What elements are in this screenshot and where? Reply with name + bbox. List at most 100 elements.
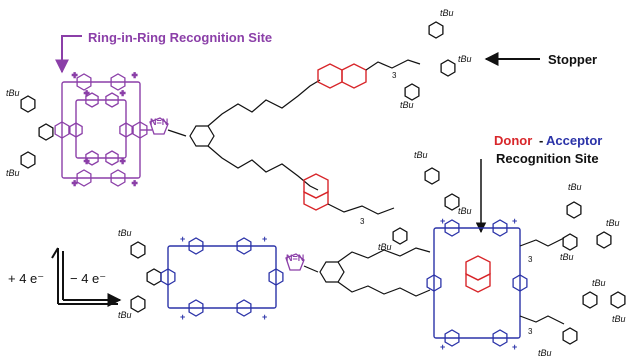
top-outer-pyridinium [76,73,92,91]
top-stopper-group [327,21,460,245]
top-stopper-aryl [404,83,420,101]
top-outer-phenylene [54,121,70,139]
bottom-tbu-5: tBu [560,252,574,262]
bottom-right-bipyridinium [444,219,460,237]
top-charge: + [132,178,137,188]
outer-cyclophane [61,81,141,179]
label-ring-in-ring: Ring-in-Ring Recognition Site [55,30,272,74]
bottom-right-charge: + [440,216,445,226]
label-stopper: Stopper [484,52,597,67]
stopper-tbu-5: tBu [458,206,472,216]
bottom-charge: + [262,312,267,322]
stopper-label: Stopper [548,52,597,67]
top-inner-pyridinium [85,92,99,108]
bottom-naphthalene [465,255,491,293]
top-charge: + [72,70,77,80]
top-sub-3-upper: 3 [392,71,397,80]
ring-in-ring-label: Ring-in-Ring Recognition Site [88,30,272,45]
bottom-stopper-aryl [582,291,598,309]
top-charge: + [72,178,77,188]
bottom-stopper-aryl [566,201,582,219]
top-inner-pyridinium [105,92,119,108]
reduction-label: + 4 e⁻ [8,271,44,286]
top-triazole: N=N [149,117,169,135]
top-stopper-aryl [440,59,456,77]
bottom-bipyridinium [188,299,204,317]
bottom-aryl-ring [146,268,162,286]
bottom-hexagon-group: + + + + + + + + [160,216,528,352]
bottom-phenylene [268,268,284,286]
top-aryl-ring [20,151,36,169]
bottom-stoppers [519,237,565,325]
bottom-right-bipyridinium [492,219,508,237]
top-aryl-ring [20,95,36,113]
top-outer-phenylene [132,121,148,139]
top-inner-phenylene [69,122,83,138]
bottom-core [303,247,431,297]
top-naphthalene-upper [317,63,367,89]
top-central-core [167,79,321,191]
redox-equilibrium: + 4 e⁻ − 4 e⁻ [8,247,122,307]
dash-label: - [539,133,543,148]
top-charge: + [120,156,125,166]
stopper-tbu-3: tBu [400,100,414,110]
top-charge: + [132,70,137,80]
top-aryl-ring [38,123,54,141]
top-inner-pyridinium [105,150,119,166]
top-sub-3-lower: 3 [360,217,365,226]
bottom-bipyridinium [236,237,252,255]
top-outer-pyridinium [76,169,92,187]
bottom-charge: + [180,234,185,244]
top-tbu-2: tBu [6,168,20,178]
top-naphthalene-lower [303,173,329,211]
bottom-right-charge: + [512,342,517,352]
top-left-aryl-group [20,95,54,169]
label-donor-acceptor: Donor - Acceptor Recognition Site [475,133,602,234]
top-charge: + [120,88,125,98]
bottom-tbu-3: tBu [568,182,582,192]
bottom-aryl-ring [130,295,146,313]
top-stopper-aryl [392,227,408,245]
top-hexagon-group: ++++++++ [54,69,148,189]
stopper-tbu-2: tBu [458,54,472,64]
bottom-triazole: N=N [285,253,305,271]
top-inner-pyridinium [85,150,99,166]
bottom-stopper-aryl [562,233,578,251]
top-stopper-aryl [424,167,440,185]
top-charge: + [84,156,89,166]
bottom-tbu-2: tBu [118,310,132,320]
inner-cyclophane [75,99,127,159]
bottom-stopper-aryl [610,291,626,309]
bottom-right-aryls [562,201,626,345]
bottom-stopper-aryl [562,327,578,345]
bottom-tbu-4: tBu [606,218,620,228]
bottom-right-bipyridinium [492,329,508,347]
bottom-right-charge: + [512,216,517,226]
bottom-right-bipyridinium [444,329,460,347]
top-inner-phenylene [119,122,133,138]
stopper-tbu-1: tBu [440,8,454,18]
bottom-sub-3-lower: 3 [528,327,533,336]
top-tbu-1: tBu [6,88,20,98]
ring-in-ring-pointer [55,35,82,74]
bottom-right-charge: + [440,342,445,352]
top-core-benzene [189,125,215,147]
top-outer-pyridinium [110,169,126,187]
bottom-bipyridinium [236,299,252,317]
stopper-tbu-4: tBu [414,150,428,160]
bottom-cyclophane-right [433,227,521,339]
top-stopper-aryl [428,21,444,39]
top-ring-in-ring-complex: ++++++++ [54,69,152,189]
bottom-stopper-aryl [596,231,612,249]
donor-label: Donor [494,133,532,148]
bottom-tbu-6: tBu [592,278,606,288]
bottom-bipyridinium [188,237,204,255]
oxidation-label: − 4 e⁻ [70,271,106,286]
bottom-charge: + [262,234,267,244]
acceptor-label: Acceptor [546,133,602,148]
bottom-phenylene [160,268,176,286]
bottom-sub-3-upper: 3 [528,255,533,264]
bottom-charge: + [180,312,185,322]
